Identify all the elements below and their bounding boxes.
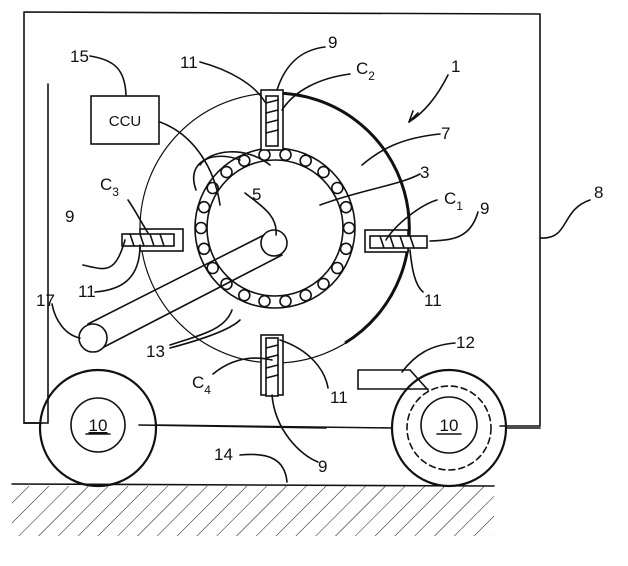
ccu-label: CCU — [109, 113, 142, 130]
wheel-left — [38, 368, 158, 488]
coil-c1 — [364, 229, 428, 253]
ball-bearings — [194, 148, 356, 308]
chassis-line — [155, 424, 393, 429]
label-3: 3 — [420, 163, 429, 182]
motor-12 — [357, 369, 429, 391]
shaft-end — [78, 323, 108, 353]
label-15: 15 — [70, 47, 89, 66]
ball-bearing — [317, 165, 330, 179]
ball-bearing — [317, 277, 330, 291]
label-11-right: 11 — [424, 291, 442, 310]
ball-ring-outer — [194, 147, 356, 309]
label-8: 8 — [594, 183, 603, 202]
label-c4: C4 — [192, 373, 211, 397]
label-c3: C3 — [100, 175, 119, 199]
ball-bearing — [206, 261, 219, 275]
axle-5 — [260, 229, 288, 257]
drum-outer-thick-arc — [274, 91, 411, 345]
label-9-bottom: 9 — [318, 457, 327, 476]
label-10-right: 10 — [440, 416, 459, 435]
label-9-top: 9 — [328, 33, 337, 52]
ccu-box — [90, 95, 160, 145]
coil-c3 — [121, 228, 184, 252]
label-12: 12 — [456, 333, 475, 352]
ball-bearing — [299, 154, 313, 167]
label-9-right: 9 — [480, 199, 489, 218]
label-5: 5 — [252, 185, 261, 204]
ball-bearing — [194, 221, 208, 235]
label-1: 1 — [451, 57, 460, 76]
label-7: 7 — [441, 124, 450, 143]
ball-bearing — [279, 148, 292, 162]
label-13: 13 — [146, 342, 165, 361]
reference-labels: 15 11 9 C2 1 7 3 C1 9 8 11 5 C3 9 11 17 … — [36, 33, 603, 476]
ball-bearing — [238, 288, 251, 302]
ball-bearing — [342, 221, 356, 235]
label-9-left: 9 — [65, 207, 74, 226]
label-c1: C1 — [444, 189, 463, 213]
ground — [11, 483, 495, 536]
ball-bearing — [330, 181, 344, 195]
label-11-top: 11 — [180, 53, 198, 72]
ball-bearing — [339, 242, 353, 256]
coil-c2 — [260, 89, 284, 151]
label-17: 17 — [36, 291, 55, 310]
ball-bearing — [330, 261, 344, 275]
ball-bearing — [299, 288, 313, 302]
coil-c4 — [260, 334, 284, 397]
ball-bearing — [197, 200, 211, 214]
label-10-left: 10 — [89, 416, 108, 435]
ball-bearing — [258, 294, 271, 308]
ball-bearing — [197, 242, 211, 256]
ball-bearing — [220, 165, 233, 179]
label-11-bottom: 11 — [330, 388, 348, 407]
vehicle-body — [23, 11, 541, 429]
label-c2: C2 — [356, 59, 375, 83]
label-11-left: 11 — [78, 282, 96, 301]
shaft — [78, 229, 288, 353]
ball-bearing — [339, 200, 353, 214]
ground-hatching — [12, 486, 494, 536]
label-14: 14 — [214, 445, 233, 464]
ball-bearing — [238, 154, 251, 167]
ball-bearing — [279, 294, 292, 308]
ball-ring-inner — [206, 159, 344, 297]
leader-lines — [51, 46, 591, 483]
